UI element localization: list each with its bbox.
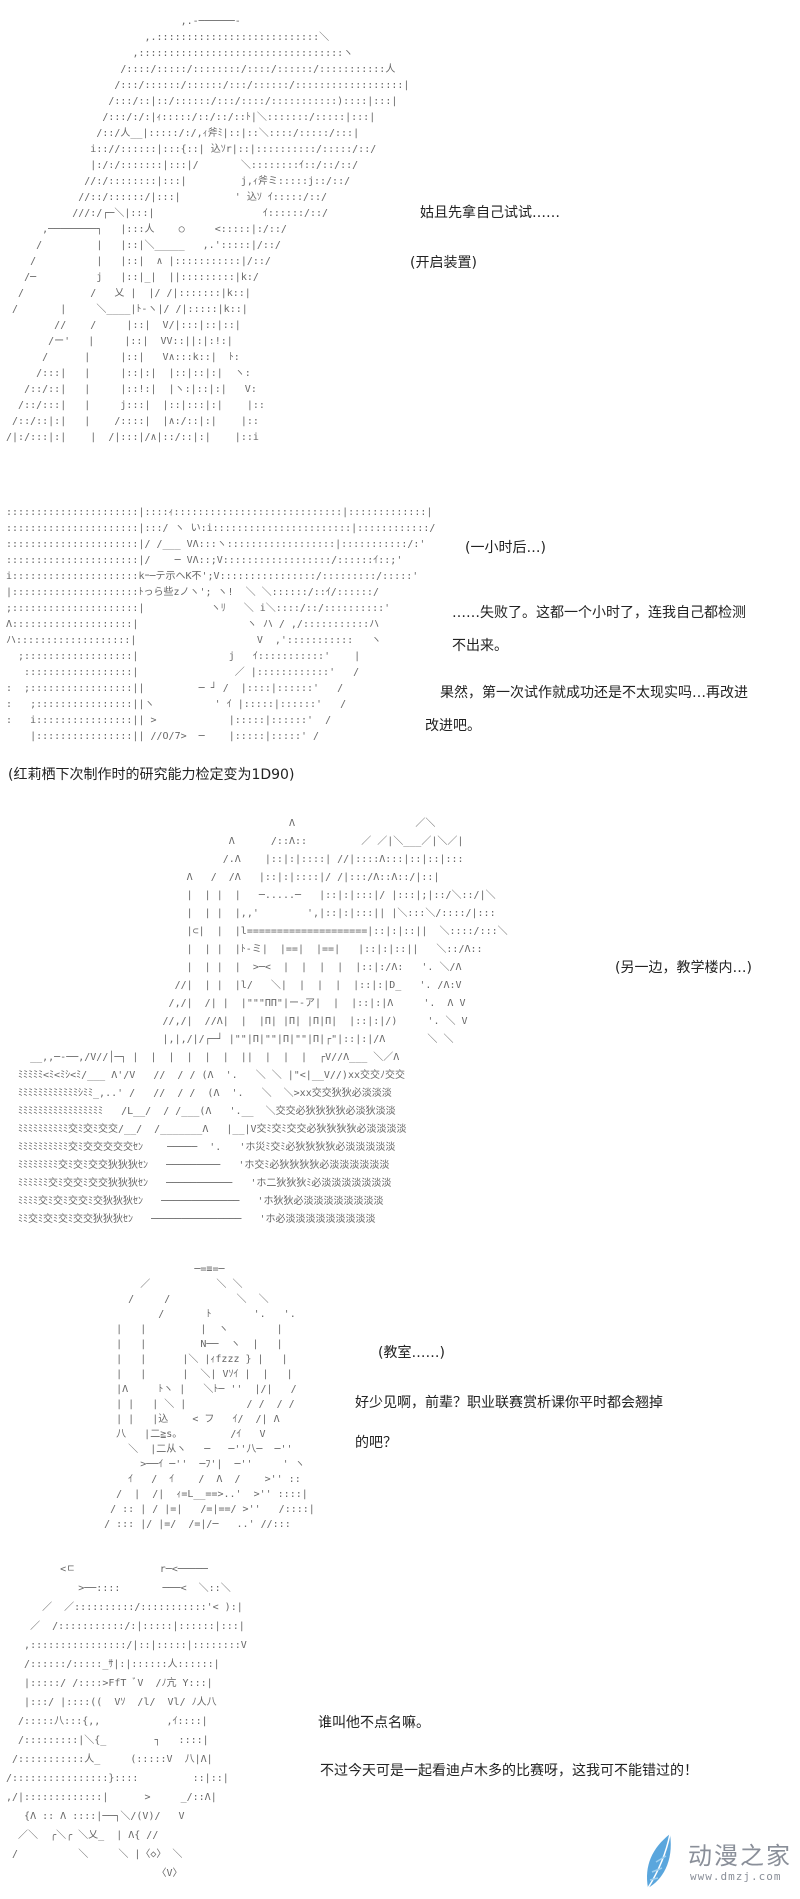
caption: (红莉栖下次制作时的研究能力检定变为1D90)	[8, 767, 295, 783]
ascii-art-panel-3-school: Λ ／＼ Λ /::Λ:: ／ ／|＼___／|＼／| /.Λ |::|:|::…	[18, 818, 508, 1225]
ascii-art-panel-1: ,.-──────- ,.:::::::::::::::::::::::::::…	[6, 16, 410, 443]
dialogue-line: 不过今天可是一起看迪卢木多的比赛呀，这我可不能错过的！	[320, 1763, 698, 1779]
dialogue-line: ……失败了。这都一个小时了，连我自己都检测	[452, 605, 746, 621]
ascii-art-panel-4: ─=≡=─ ／ ＼ ＼ / / ＼ ＼ / ﾄ '. '. | | | ヽ | …	[104, 1264, 315, 1530]
dialogue-line: 果然，第一次试作就成功还是不太现实吗…再改进	[440, 685, 748, 701]
dialogue-line: 姑且先拿自己试试……	[420, 205, 560, 221]
dialogue-line: 改进吧。	[425, 718, 481, 734]
ascii-art-panel-5: <ㄷ r─<───── >──:::: ───< ＼::＼ ／ ／:::::::…	[6, 1564, 247, 1879]
ascii-art-panel-2: ::::::::::::::::::::::|::::ｨ::::::::::::…	[6, 507, 436, 742]
watermark-logo: 动漫之家 www.dmzj.com	[640, 1832, 800, 1894]
watermark-url: www.dmzj.com	[690, 1870, 782, 1883]
watermark-name: 动漫之家	[688, 1842, 792, 1870]
stage-direction: (另一边，教学楼内…)	[615, 960, 752, 976]
dialogue-line: 的吧？	[355, 1435, 397, 1451]
dialogue-line: 好少见啊，前辈？职业联赛赏析课你平时都会翘掉	[355, 1395, 663, 1411]
stage-direction: (教室……)	[378, 1345, 445, 1361]
stage-direction: (开启装置)	[410, 255, 477, 271]
feather-icon	[646, 1833, 671, 1889]
dialogue-line: 谁叫他不点名嘛。	[318, 1715, 430, 1731]
stage-direction: (一小时后…)	[465, 540, 546, 556]
dialogue-line: 不出来。	[452, 638, 508, 654]
